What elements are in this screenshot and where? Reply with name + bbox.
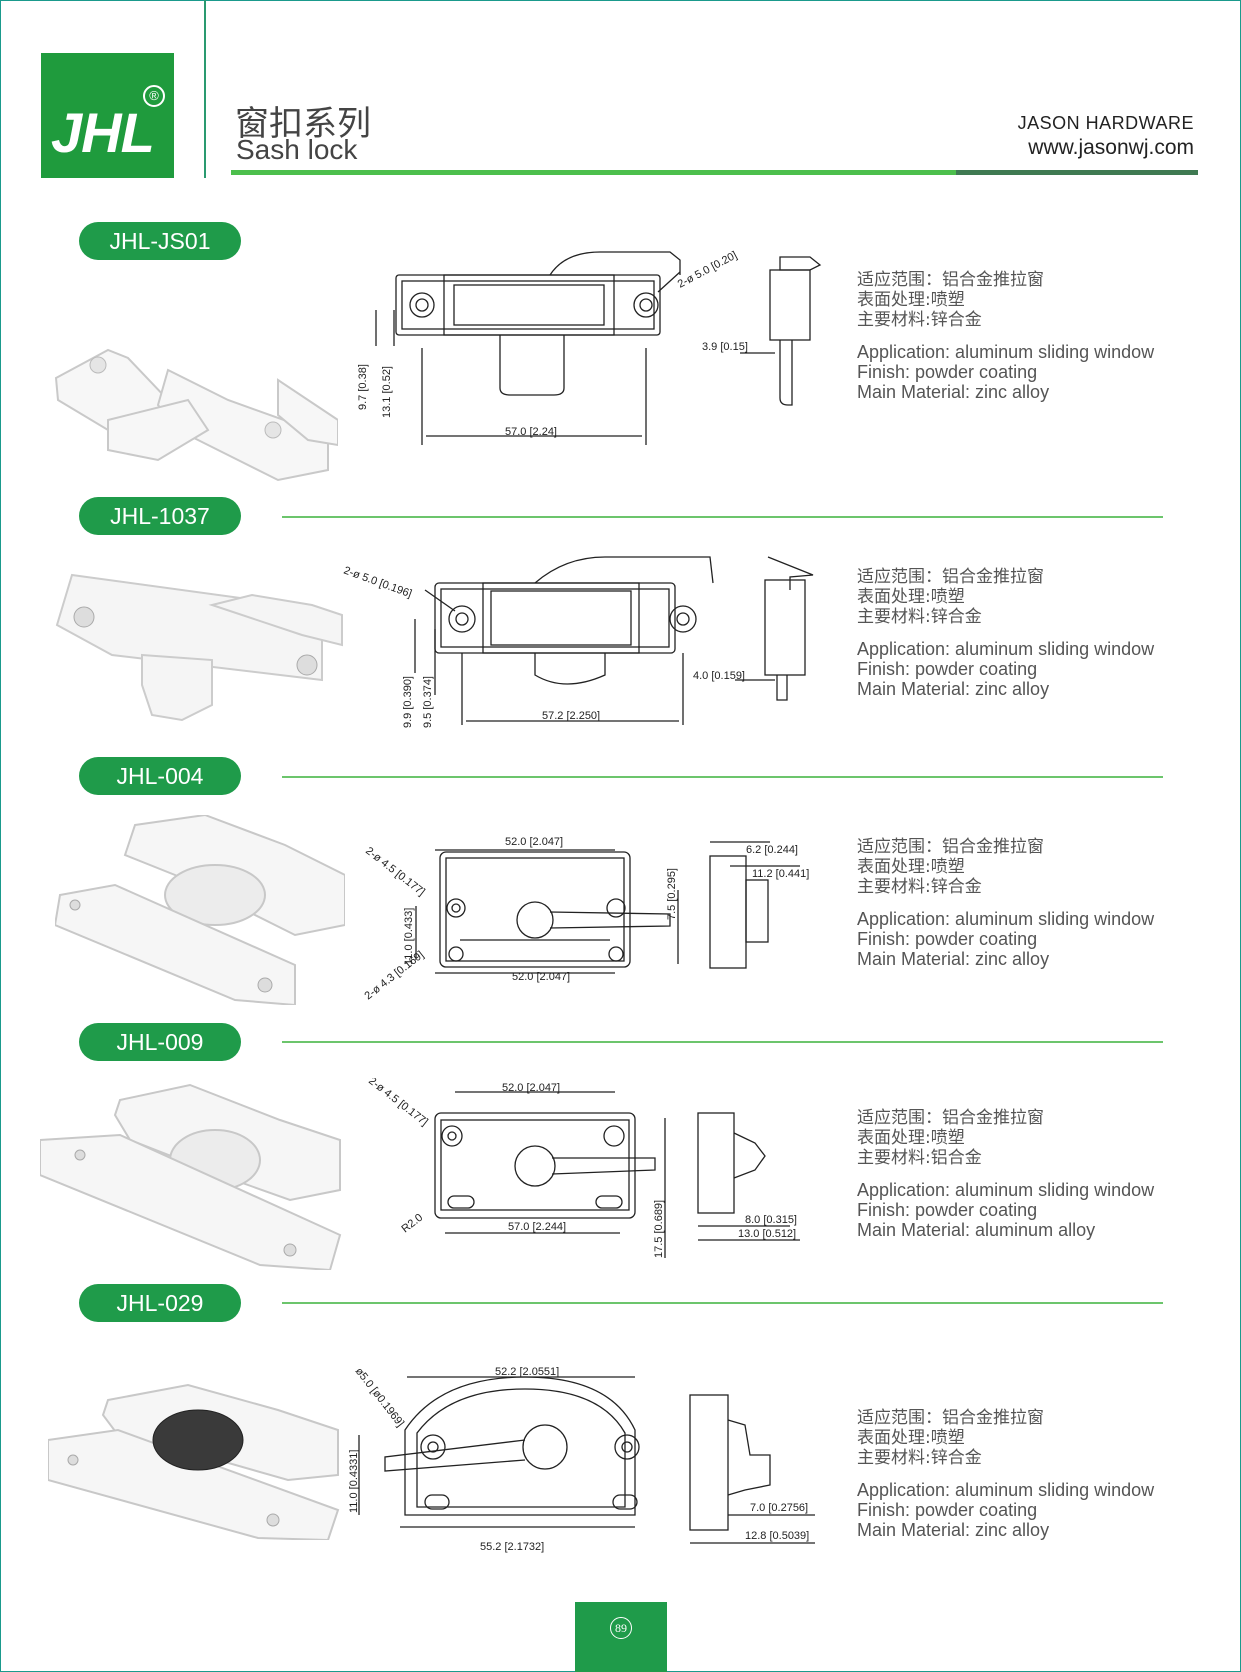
model-label: JHL-009 bbox=[79, 1023, 241, 1061]
brand-block: JASON HARDWARE www.jasonwj.com bbox=[1018, 113, 1194, 160]
spec-cn-line: 表面处理:喷塑 bbox=[857, 857, 965, 877]
technical-drawing: 52.0 [2.047] 2-ø 4.5 [0.177] 11.0 [0.433… bbox=[362, 836, 809, 1003]
spec-cn-line: 主要材料:锌合金 bbox=[857, 1448, 982, 1468]
dim-label: 9.7 [0.38] bbox=[357, 364, 369, 410]
spec-en-line: Application: aluminum sliding window bbox=[857, 1180, 1155, 1200]
dim-label: 11.2 [0.441] bbox=[752, 868, 809, 880]
spec-en-line: Main Material: zinc alloy bbox=[857, 949, 1050, 969]
spec-cn-line: 主要材料:锌合金 bbox=[857, 607, 982, 627]
section-divider bbox=[282, 1041, 1163, 1043]
dim-label: 6.2 [0.244] bbox=[746, 844, 798, 856]
dim-label: 55.2 [2.1732] bbox=[480, 1541, 544, 1553]
dim-label: 52.0 [2.047] bbox=[512, 971, 570, 983]
spec-en-line: Main Material: aluminum alloy bbox=[857, 1220, 1096, 1240]
registered-mark: ® bbox=[143, 85, 165, 107]
spec-en-line: Finish: powder coating bbox=[857, 362, 1038, 382]
product-photo bbox=[48, 1383, 340, 1540]
technical-drawing: 52.2 [2.0551] ø5.0 [ø0.1969] 11.0 [0.433… bbox=[348, 1365, 815, 1553]
dim-label: 11.0 [0.433] bbox=[403, 908, 415, 965]
spec-cn-line: 适应范围：铝合金推拉窗 bbox=[857, 837, 1044, 857]
dim-label: 2-ø 4.3 [0.169] bbox=[362, 949, 426, 1003]
spec-block: 适应范围：铝合金推拉窗 表面处理:喷塑 主要材料:锌合金 Application… bbox=[857, 567, 1154, 699]
page-number: 89 bbox=[610, 1617, 632, 1639]
dim-label: 57.2 [2.250] bbox=[542, 710, 600, 722]
spec-en-line: Application: aluminum sliding window bbox=[857, 1480, 1155, 1500]
dim-label: 13.0 [0.512] bbox=[738, 1228, 796, 1240]
spec-cn-line: 表面处理:喷塑 bbox=[857, 587, 965, 607]
spec-en-line: Finish: powder coating bbox=[857, 659, 1038, 679]
page-title-cn: 窗扣系列 bbox=[235, 104, 371, 144]
page-title-en: Sash lock bbox=[236, 134, 358, 165]
product-photo bbox=[40, 1083, 342, 1270]
spec-cn-line: 表面处理:喷塑 bbox=[857, 290, 965, 310]
spec-en-line: Application: aluminum sliding window bbox=[857, 342, 1155, 362]
spec-block: 适应范围：铝合金推拉窗 表面处理:喷塑 主要材料:锌合金 Application… bbox=[857, 837, 1154, 969]
dim-label: 12.8 [0.5039] bbox=[745, 1530, 809, 1542]
dim-label: 13.1 [0.52] bbox=[381, 366, 393, 418]
spec-en-line: Finish: powder coating bbox=[857, 1500, 1038, 1520]
technical-drawing: 2-ø 5.0 [0.196] 9.9 [0.390] 9.5 [0.374] … bbox=[342, 556, 814, 728]
header-divider bbox=[204, 0, 206, 178]
page-number-tab: 89 bbox=[575, 1602, 667, 1672]
spec-cn-line: 表面处理:喷塑 bbox=[857, 1428, 965, 1448]
logo-text: JHL bbox=[51, 101, 155, 164]
dim-label: 2-ø 5.0 [0.20] bbox=[676, 249, 739, 290]
spec-block: 适应范围：铝合金推拉窗 表面处理:喷塑 主要材料:锌合金 Application… bbox=[857, 1408, 1154, 1540]
spec-cn-line: 适应范围：铝合金推拉窗 bbox=[857, 1108, 1044, 1128]
dim-label: 57.0 [2.24] bbox=[505, 426, 557, 438]
dim-label: 2-ø 4.5 [0.177] bbox=[363, 845, 427, 899]
product-photo bbox=[55, 815, 345, 1005]
brand-name: JASON HARDWARE bbox=[1017, 113, 1194, 133]
spec-cn-line: 适应范围：铝合金推拉窗 bbox=[857, 1408, 1044, 1428]
spec-cn-line: 表面处理:喷塑 bbox=[857, 1128, 965, 1148]
spec-cn-line: 主要材料:锌合金 bbox=[857, 877, 982, 897]
dim-label: 2-ø 5.0 [0.196] bbox=[342, 565, 413, 601]
dim-label: R2.0 bbox=[399, 1212, 425, 1236]
dim-label: 52.2 [2.0551] bbox=[495, 1366, 559, 1378]
dim-label: 7.5 [0.295] bbox=[666, 868, 678, 920]
product-photo bbox=[55, 573, 343, 722]
spec-en-line: Main Material: zinc alloy bbox=[857, 1520, 1050, 1540]
jhl-logo: JHL ® bbox=[41, 53, 174, 178]
section-divider bbox=[282, 1302, 1163, 1304]
product-photo bbox=[54, 348, 338, 482]
dim-label: 3.9 [0.15] bbox=[702, 341, 748, 353]
brand-url: www.jasonwj.com bbox=[1028, 136, 1194, 159]
dim-label: 9.9 [0.390] bbox=[402, 676, 414, 728]
model-label: JHL-JS01 bbox=[79, 222, 241, 260]
spec-en-line: Application: aluminum sliding window bbox=[857, 639, 1155, 659]
dim-label: 11.0 [0.4331] bbox=[348, 1450, 360, 1513]
model-label: JHL-1037 bbox=[79, 497, 241, 535]
header-rule-green bbox=[231, 170, 956, 175]
spec-en-line: Application: aluminum sliding window bbox=[857, 909, 1155, 929]
dim-label: 4.0 [0.159] bbox=[693, 670, 745, 682]
dim-label: 17.5 [0.689] bbox=[653, 1200, 665, 1258]
dim-label: 7.0 [0.2756] bbox=[750, 1502, 808, 1514]
dim-label: 2-ø 4.5 [0.177] bbox=[366, 1078, 430, 1128]
section-divider bbox=[282, 516, 1163, 518]
header-rule-dark bbox=[956, 170, 1198, 175]
spec-block: 适应范围：铝合金推拉窗 表面处理:喷塑 主要材料:铝合金 Application… bbox=[857, 1108, 1154, 1240]
dim-label: 52.0 [2.047] bbox=[502, 1082, 560, 1094]
spec-en-line: Main Material: zinc alloy bbox=[857, 679, 1050, 699]
spec-en-line: Finish: powder coating bbox=[857, 1200, 1038, 1220]
dim-label: 9.5 [0.374] bbox=[422, 676, 434, 728]
dim-label: ø5.0 [ø0.1969] bbox=[353, 1365, 407, 1429]
dim-label: 8.0 [0.315] bbox=[745, 1214, 797, 1226]
technical-drawing: 52.0 [2.047] 2-ø 4.5 [0.177] R2.0 57.0 [… bbox=[366, 1078, 800, 1258]
spec-cn-line: 主要材料:铝合金 bbox=[857, 1148, 982, 1168]
model-label: JHL-004 bbox=[79, 757, 241, 795]
spec-en-line: Finish: powder coating bbox=[857, 929, 1038, 949]
dim-label: 52.0 [2.047] bbox=[505, 836, 563, 848]
spec-block: 适应范围：铝合金推拉窗 表面处理:喷塑 主要材料:锌合金 Application… bbox=[857, 270, 1154, 402]
technical-drawing: 2-ø 5.0 [0.20] 9.7 [0.38] 13.1 [0.52] 57… bbox=[357, 249, 822, 445]
spec-cn-line: 主要材料:锌合金 bbox=[857, 310, 982, 330]
dim-label: 57.0 [2.244] bbox=[508, 1221, 566, 1233]
spec-en-line: Main Material: zinc alloy bbox=[857, 382, 1050, 402]
spec-cn-line: 适应范围：铝合金推拉窗 bbox=[857, 270, 1044, 290]
section-divider bbox=[282, 776, 1163, 778]
model-label: JHL-029 bbox=[79, 1284, 241, 1322]
spec-cn-line: 适应范围：铝合金推拉窗 bbox=[857, 567, 1044, 587]
